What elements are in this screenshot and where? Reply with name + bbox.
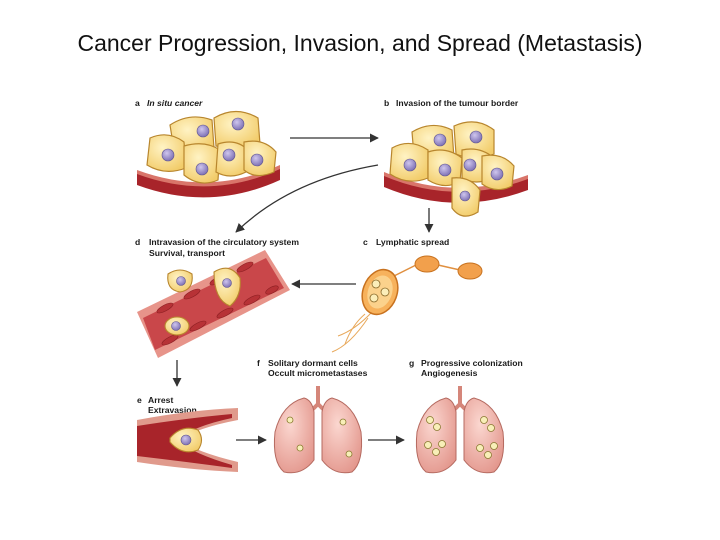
panel-f-lungs-illustration [273,386,363,474]
svg-text:Invasion of the tumour border: Invasion of the tumour border [396,98,519,108]
svg-text:Extravasion: Extravasion [148,405,197,415]
panel-f-label: f Solitary dormant cells Occult micromet… [257,358,368,378]
svg-text:Lymphatic spread: Lymphatic spread [376,237,449,247]
panel-a-label: a In situ cancer [135,98,203,108]
svg-text:Solitary dormant cells: Solitary dormant cells [268,358,358,368]
panel-e-extravasion-illustration [137,408,238,472]
svg-text:f: f [257,358,260,368]
panel-b-invasion-illustration [384,121,528,217]
panel-d-blood-vessel-illustration [137,250,290,358]
panel-a-in-situ-illustration [137,110,280,198]
svg-text:b: b [384,98,389,108]
svg-text:d: d [135,237,140,247]
svg-text:Arrest: Arrest [148,395,173,405]
svg-text:Intravasion of the circulatory: Intravasion of the circulatory system [149,237,299,247]
panel-b-label: b Invasion of the tumour border [384,98,519,108]
panel-c-label: c Lymphatic spread [363,237,449,247]
svg-text:g: g [409,358,414,368]
svg-text:Occult micrometastases: Occult micrometastases [268,368,368,378]
svg-text:Survival, transport: Survival, transport [149,248,225,258]
panel-c-lymphatic-illustration [331,255,483,353]
svg-text:c: c [363,237,368,247]
panel-g-label: g Progressive colonization Angiogenesis [409,358,523,378]
panel-g-lungs-illustration [415,386,505,474]
panel-e-label: e Arrest Extravasion [137,395,197,415]
svg-text:In situ cancer: In situ cancer [147,98,203,108]
svg-text:e: e [137,395,142,405]
svg-text:a: a [135,98,140,108]
svg-text:Angiogenesis: Angiogenesis [421,368,478,378]
svg-text:Progressive colonization: Progressive colonization [421,358,523,368]
arrow-b-to-d [235,164,379,233]
panel-d-label: d Intravasion of the circulatory system … [135,237,299,258]
page-title: Cancer Progression, Invasion, and Spread… [77,30,643,56]
